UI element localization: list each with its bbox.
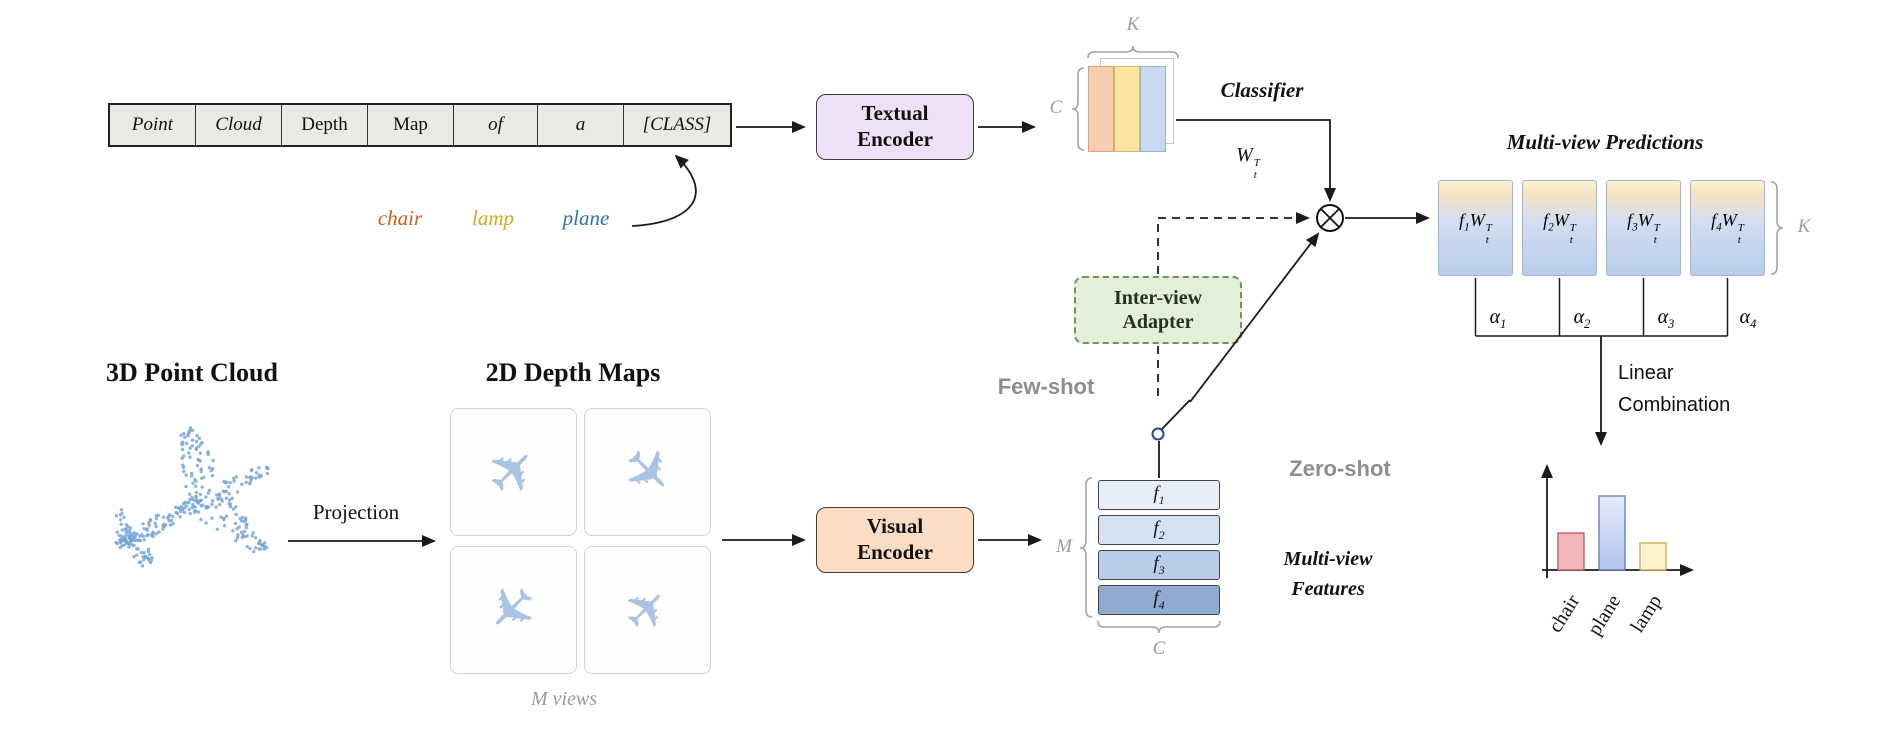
bar-plane — [1598, 495, 1626, 571]
class-to-prompt-arrow — [631, 154, 697, 227]
bar-lamp — [1639, 542, 1667, 571]
feature-row: f1 — [1098, 480, 1220, 510]
visual-encoder-box: Visual Encoder — [816, 507, 974, 573]
point-cloud-plane — [114, 426, 270, 568]
prompt-cell: Cloud — [196, 105, 282, 145]
text-feature-column — [1088, 66, 1114, 152]
prompt-cell: Map — [368, 105, 454, 145]
alpha-weight: α4 — [1739, 306, 1757, 331]
text-feature-column — [1114, 66, 1140, 152]
class-word-plane: plane — [562, 206, 610, 230]
otimes-operator — [1316, 204, 1344, 232]
textual-encoder-label: Encoder — [857, 127, 933, 151]
adapter-label: Adapter — [1122, 311, 1194, 333]
text-feature-column — [1140, 66, 1166, 152]
mode-switch — [1151, 399, 1191, 478]
dim-c-label: C — [1152, 638, 1166, 659]
visual-encoder-label: Encoder — [857, 540, 933, 564]
alpha-weight: α2 — [1573, 306, 1591, 331]
prompt-cell: of — [454, 105, 538, 145]
brace-k-right — [1770, 181, 1784, 275]
m-views-label: M views — [530, 688, 598, 710]
bar-label-lamp: lamp — [1626, 591, 1666, 637]
alpha-weight: α3 — [1657, 306, 1675, 331]
prompt-cell-class-token: [CLASS] — [642, 114, 712, 135]
textual-encoder-label: Textual — [861, 101, 929, 126]
alpha-combination-lines — [1474, 278, 1729, 446]
feature-row: f3 — [1098, 550, 1220, 580]
classifier-label: Classifier — [1220, 78, 1304, 102]
linear-combination-label: Combination — [1618, 394, 1731, 416]
brace-c-left — [1071, 67, 1085, 151]
class-score-bar-chart: chair plane lamp — [1541, 464, 1694, 639]
depth-map-view: ✈ — [450, 546, 577, 674]
prompt-cell: Point — [110, 105, 196, 145]
depth-map-view: ✈ — [450, 408, 577, 536]
prompt-cell: a — [538, 105, 624, 145]
depth-map-view: ✈ — [584, 408, 711, 536]
prompt-template-table: Point Cloud Depth Map of a [CLASS] — [108, 103, 732, 147]
depth-map-view: ✈ — [584, 546, 711, 674]
multi-view-predictions-title: Multi-view Predictions — [1506, 130, 1704, 154]
bar-label-plane: plane — [1584, 591, 1626, 639]
class-word-lamp: lamp — [472, 206, 514, 230]
adapter-label: Inter-view — [1113, 287, 1203, 309]
feature-row: f4 — [1098, 585, 1220, 615]
depth-maps-heading: 2D Depth Maps — [485, 358, 661, 387]
textual-encoder-box: Textual Encoder — [816, 94, 974, 160]
brace-c-bottom — [1097, 620, 1221, 634]
feature-row: f2 — [1098, 515, 1220, 545]
alpha-weight: α1 — [1489, 306, 1507, 331]
depth-map-plane-icon: ✈ — [470, 567, 557, 653]
few-shot-label: Few-shot — [997, 374, 1095, 399]
class-word-chair: chair — [377, 206, 423, 230]
bar-label-chair: chair — [1544, 591, 1584, 637]
depth-map-plane-icon: ✈ — [604, 429, 691, 515]
linear-combination-label: Linear — [1618, 362, 1674, 384]
brace-k-top — [1087, 45, 1179, 59]
point-cloud-heading: 3D Point Cloud — [106, 358, 278, 387]
projection-label: Projection — [312, 500, 400, 524]
depth-map-plane-icon: ✈ — [609, 571, 686, 649]
dim-k-label: K — [1797, 216, 1811, 237]
dim-m-label: M — [1056, 536, 1072, 557]
multi-view-features-caption: Multi-view Features — [1283, 548, 1373, 600]
dim-k-label: K — [1126, 14, 1140, 35]
brace-m-left — [1079, 477, 1093, 618]
inter-view-adapter-box: Inter-view Adapter — [1074, 276, 1242, 344]
prompt-cell: Depth — [282, 105, 368, 145]
depth-map-plane-icon: ✈ — [470, 429, 557, 515]
zero-shot-label: Zero-shot — [1289, 456, 1391, 481]
visual-encoder-label: Visual — [866, 514, 924, 539]
bar-chair — [1557, 532, 1585, 571]
dim-c-label: C — [1049, 97, 1063, 118]
